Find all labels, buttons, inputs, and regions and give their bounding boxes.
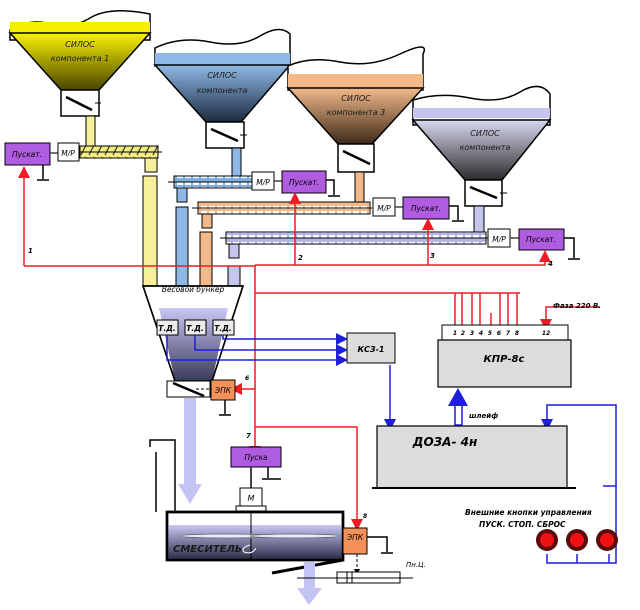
svg-text:7: 7 [506,330,511,337]
silo-4-label-line2: компонента [460,143,511,152]
wire-1-number: 1 [28,247,33,255]
mixer-tank: СМЕСИТЕЛЬ [165,510,345,562]
kpr-8c-module [437,339,572,388]
wire-6-number: 6 [245,375,249,382]
silo-2: СИЛОС компонента [153,28,292,177]
svg-text:3: 3 [470,330,474,337]
kpr-terminals: 1 2 3 4 5 6 7 8 12 [453,330,550,337]
silo-1: СИЛОС компонента 1 [8,10,152,147]
silo-2-label-line1: СИЛОС [207,71,237,80]
svg-text:6: 6 [497,330,501,337]
gate-valve-1 [60,89,100,117]
svg-text:Т.Д.: Т.Д. [158,324,176,333]
starter-4-label: Пускат. [526,235,556,244]
svg-text:1: 1 [453,330,457,337]
wire-8-number: 8 [363,513,367,520]
svg-text:Т.Д.: Т.Д. [214,324,232,333]
silo-1-label-line1: СИЛОС [65,40,95,49]
starter-1[interactable] [4,142,51,166]
silo-1-label-line2: компонента 1 [51,54,109,63]
silo-2-label-line2: компонента [197,86,248,95]
svg-text:8: 8 [515,330,519,337]
mixer-starter[interactable] [230,446,282,468]
stop-button[interactable] [566,529,588,551]
mixer-label: СМЕСИТЕЛЬ [173,544,242,555]
starter-2-label: Пускат. [289,178,319,187]
epk-valve-2 [342,527,368,555]
weigh-bunker-label: Весовой бункер [162,285,225,294]
starter-3-label: Пускат. [411,204,441,213]
weigh-bunker: Весовой бункер Т.Д. Т.Д. Т.Д. [141,285,245,398]
silo-4: СИЛОС компонента [411,85,552,235]
pneumo-cylinder [297,571,413,584]
external-buttons-subtitle: ПУСК. СТОП. СБРОС [479,520,566,529]
starter-1-label: Пускат. [12,150,42,159]
silo-3-label-line2: компонента 3 [327,108,385,117]
loop-label: шлейф [469,412,498,420]
control-wiring [166,333,617,564]
ksz-1-label: КСЗ-1 [358,345,385,354]
epk-valve-1 [210,379,236,401]
doza-4n-controller [376,425,568,489]
external-buttons-title: Внешние кнопки управления [465,508,592,517]
svg-text:4: 4 [479,330,483,337]
motor-reducer-1 [57,142,80,162]
mixer-motor-label: М [248,494,255,503]
ksz-1-module [346,332,396,364]
reset-button[interactable] [596,529,618,551]
mixer-starter-label: Пуска [244,453,268,462]
svg-text:Т.Д.: Т.Д. [186,324,204,333]
svg-text:12: 12 [542,330,550,337]
svg-text:5: 5 [488,330,492,337]
start-button[interactable] [536,529,558,551]
doza-4n-label: ДОЗА- 4н [412,435,478,449]
epk-valve-1-label: ЭПК [214,386,232,395]
epk-valve-2-label: ЭПК [346,533,364,542]
starter-2[interactable] [281,170,327,194]
motor-reducer-1-label: М/Р [61,149,75,158]
silo-3: СИЛОС компонента 3 [286,46,425,203]
svg-text:2: 2 [461,330,465,337]
motor-reducer-3-label: М/Р [377,204,391,213]
loop-connector [454,404,463,426]
silo-3-label-line1: СИЛОС [341,94,371,103]
phase-220v-label: Фаза 220 В. [553,302,601,310]
wire-7-number: 7 [246,432,251,440]
wire-2-number: 2 [298,254,303,262]
wire-4-number: 4 [548,260,553,268]
loop-arrow-icon [448,388,468,406]
wire-3-number: 3 [430,252,435,260]
silo-4-label-line1: СИЛОС [470,129,500,138]
material-flow-arrow [178,398,202,504]
pneumo-cylinder-label: Пн.Ц. [406,561,426,569]
motor-reducer-2-label: М/Р [256,178,270,187]
mixer-discharge-flow [297,562,322,605]
signal-wiring [18,166,600,531]
motor-reducer-4-label: М/Р [492,235,506,244]
kpr-8c-label: КПР-8с [484,354,525,365]
